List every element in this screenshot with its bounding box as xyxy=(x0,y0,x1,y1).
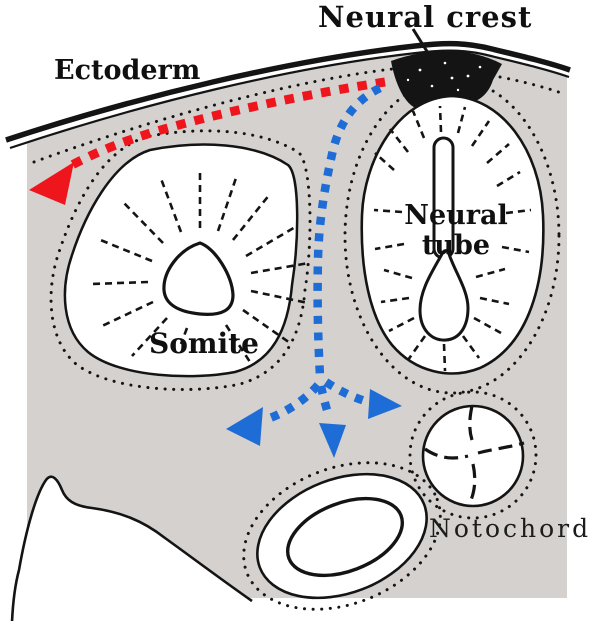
blue-arrow-right-branch xyxy=(323,378,370,407)
sub-ectoderm-dotted-line-right xyxy=(498,75,566,96)
gut-dotted-ring xyxy=(242,461,442,611)
notochord-dotted-ring xyxy=(408,390,538,520)
body-fold-outline xyxy=(10,475,253,621)
notochord-cross-lines xyxy=(424,405,525,501)
blue-arrow-head-right xyxy=(368,389,402,419)
gut-inner xyxy=(285,496,405,578)
body-fold-fill xyxy=(12,476,252,621)
red-arrow-head xyxy=(29,162,74,205)
blue-arrow-main-path xyxy=(313,84,382,377)
label-somite: Somite xyxy=(149,327,259,360)
neural-crest-pointer-line xyxy=(411,28,435,62)
blue-arrow-left-branch xyxy=(268,382,322,422)
ectoderm-outer-line xyxy=(5,40,571,143)
blue-arrow-down-branch xyxy=(316,385,332,412)
ink-layer xyxy=(5,28,571,621)
neural-crest-patch xyxy=(391,50,502,109)
label-neural-crest: Neural crest xyxy=(318,0,533,34)
red-arrow-head-group xyxy=(29,162,74,205)
blue-arrow-head-down xyxy=(319,423,346,458)
neural-crest-speckles xyxy=(406,61,482,92)
blue-arrow-head-left xyxy=(226,407,263,446)
notochord-body xyxy=(421,404,525,508)
label-notochord: Notochord xyxy=(429,514,592,543)
somite-core xyxy=(162,241,235,316)
label-ectoderm: Ectoderm xyxy=(54,55,201,86)
label-neural-tube: Neural tube xyxy=(404,200,508,261)
blue-arrow-heads xyxy=(226,389,402,458)
ectoderm-inner-line xyxy=(9,49,570,150)
neural-tube-rays xyxy=(373,105,532,372)
neural-tube-canal-bulb xyxy=(418,249,470,342)
somite-rays xyxy=(91,168,310,363)
blue-arrows xyxy=(268,84,382,422)
